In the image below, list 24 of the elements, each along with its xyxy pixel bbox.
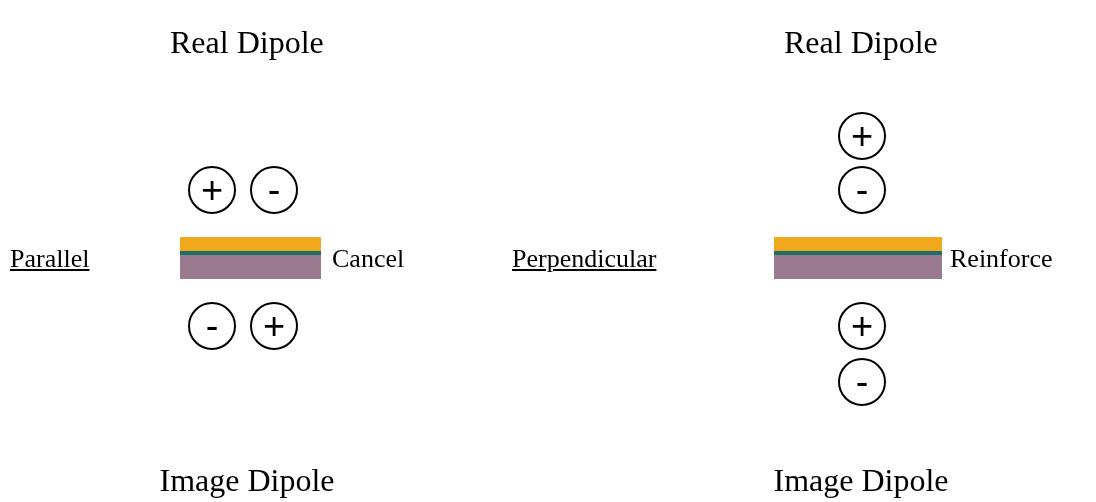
orientation-label: Perpendicular	[512, 246, 657, 272]
charge-circle	[838, 302, 886, 350]
charge-circle	[188, 302, 236, 350]
charge-circle	[838, 358, 886, 406]
heading: Real Dipole	[784, 26, 938, 58]
orientation-label: Parallel	[10, 246, 90, 272]
charge-circle	[838, 166, 886, 214]
heading: Image Dipole	[773, 464, 949, 496]
charge-sign: -	[267, 171, 281, 209]
charge-circle	[250, 166, 298, 214]
charge-circle	[250, 302, 298, 350]
charge-sign: +	[200, 171, 224, 209]
charge-sign: -	[205, 307, 219, 345]
heading: Image Dipole	[159, 464, 335, 496]
charge-circle	[188, 166, 236, 214]
charge-circle	[838, 112, 886, 160]
charge-sign: -	[855, 363, 869, 401]
heading: Real Dipole	[170, 26, 324, 58]
charge-sign: +	[262, 307, 286, 345]
effect-label: Reinforce	[950, 246, 1053, 272]
charge-sign: +	[850, 307, 874, 345]
effect-label: Cancel	[332, 246, 405, 272]
charge-sign: -	[855, 171, 869, 209]
charge-sign: +	[850, 117, 874, 155]
